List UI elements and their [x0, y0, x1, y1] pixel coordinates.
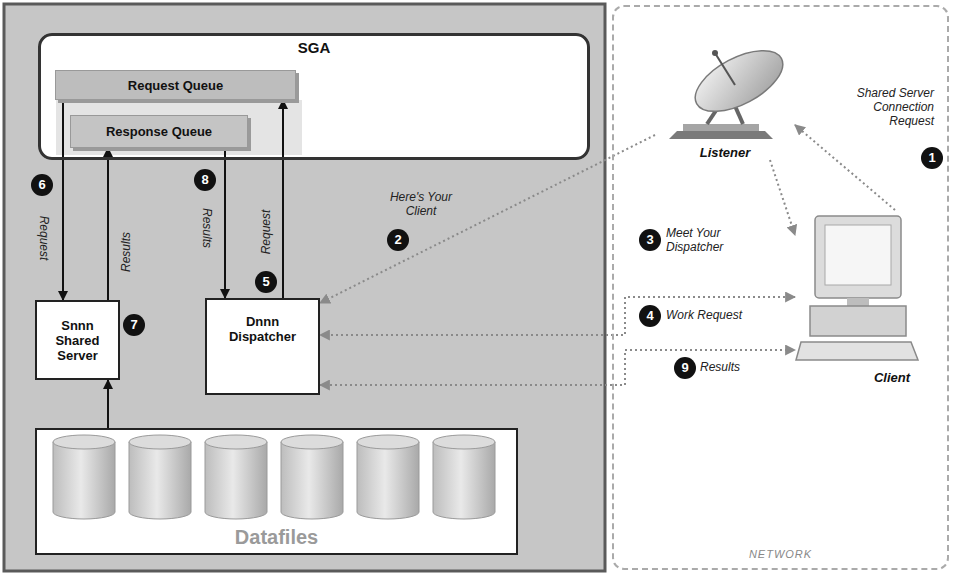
edge-label: Work Request	[666, 308, 758, 322]
edge-label: Request	[259, 210, 273, 255]
datafile-cylinders-part	[205, 435, 267, 449]
datafile-cylinders-part	[433, 435, 495, 449]
computer-icon-part	[796, 342, 918, 360]
callout-number: 4	[639, 305, 661, 327]
edge-label: Here's Your Client	[382, 190, 460, 218]
satellite-dish-part	[712, 50, 718, 56]
computer-icon-part	[810, 306, 906, 336]
flow-arrow	[282, 100, 284, 298]
computer-icon-part	[815, 216, 901, 298]
client-name: Client	[874, 370, 910, 385]
datafile-cylinders-part	[281, 435, 343, 449]
callout-number: 7	[123, 314, 145, 336]
queue-shade	[56, 100, 302, 155]
listener-name: Listener	[700, 145, 751, 160]
datafile-cylinders-part	[53, 435, 115, 449]
satellite-dish-part	[683, 124, 759, 131]
computer-icon-part	[825, 225, 891, 285]
edge-label: Shared Server Connection Request	[856, 86, 934, 128]
sga-ground	[38, 33, 590, 160]
flow-arrow	[107, 380, 109, 428]
datafile-cylinders-part	[357, 442, 419, 519]
flow-arrow	[62, 100, 64, 300]
queue-name: Response Queue	[106, 124, 212, 139]
edge-label: Results	[700, 360, 770, 374]
network-connector	[770, 160, 795, 235]
process-box: Snnn Shared Server	[35, 300, 120, 380]
callout-number: 8	[194, 169, 216, 191]
datafile-cylinders-part	[129, 442, 191, 519]
computer-icon	[795, 210, 920, 385]
network-connector	[320, 350, 795, 385]
datafile-cylinders-part	[129, 435, 191, 449]
computer-icon-part	[847, 298, 869, 306]
sga-box: SGA Request QueueResponse Queue	[38, 33, 590, 160]
datafile-cylinders-part	[205, 442, 267, 519]
region-name: NETWORK	[749, 548, 812, 560]
instance-panel	[4, 4, 605, 571]
network-connector	[320, 297, 795, 335]
network-connector	[320, 135, 655, 303]
edge-label: Results	[119, 232, 133, 272]
satellite-dish	[655, 45, 795, 160]
callout-number: 6	[31, 174, 53, 196]
edge-label: Meet Your Dispatcher	[666, 226, 740, 254]
datafile-cylinders-part	[281, 442, 343, 519]
datafile-cylinders-part	[53, 442, 115, 519]
process-box: Dnnn Dispatcher	[205, 298, 320, 395]
satellite-dish-part	[686, 45, 792, 124]
satellite-dish-part	[715, 53, 735, 85]
network-connector	[795, 125, 895, 210]
datafile-cylinders-part	[357, 435, 419, 449]
box-title: SGA	[298, 36, 331, 56]
callout-number: 1	[921, 147, 943, 169]
process-name: Dnnn Dispatcher	[221, 314, 305, 344]
storage-name: Datafiles	[235, 526, 318, 549]
callout-number: 2	[387, 229, 409, 251]
queue-bar: Response Queue	[70, 115, 248, 148]
callout-number: 9	[674, 357, 696, 379]
client-icon: Client	[795, 210, 920, 385]
process-name: Snnn Shared Server	[47, 318, 109, 363]
flow-arrow	[224, 148, 226, 298]
queue-name: Request Queue	[128, 78, 223, 93]
queue-bar: Request Queue	[55, 70, 296, 100]
listener-icon: Listener	[655, 45, 795, 160]
datafile-cylinders-part	[433, 442, 495, 519]
callout-number: 3	[639, 229, 661, 251]
datafiles-box: Datafiles	[35, 428, 518, 555]
edge-label: Request	[37, 216, 51, 261]
flow-arrow	[107, 148, 109, 300]
edge-label: Results	[200, 208, 214, 248]
callout-number: 5	[255, 271, 277, 293]
satellite-dish-part	[669, 131, 773, 139]
